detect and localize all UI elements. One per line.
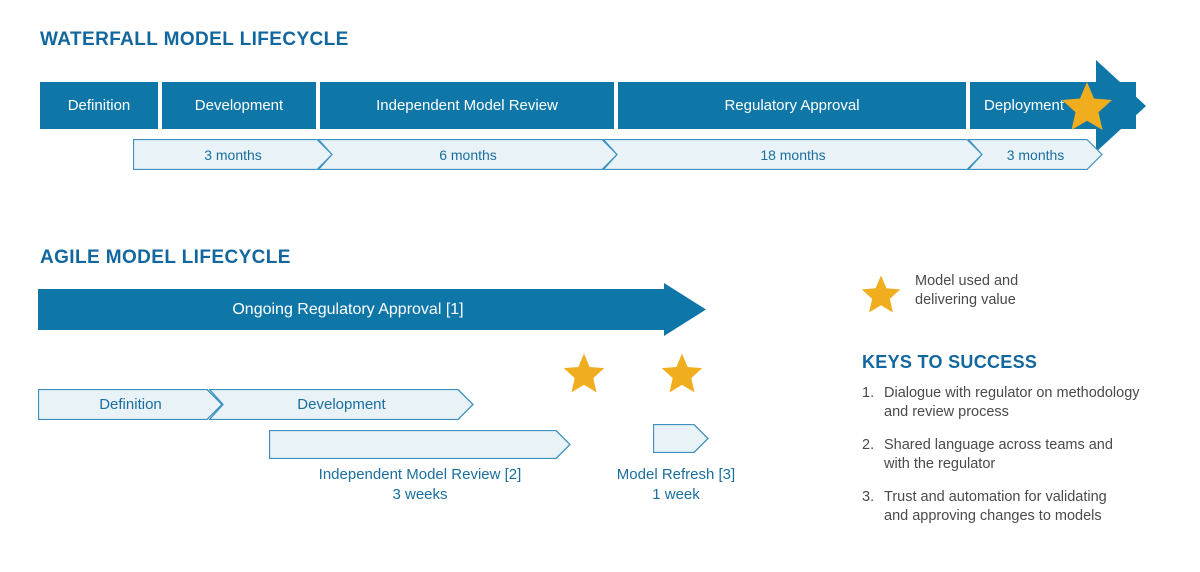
agile-phase-definition[interactable]: Definition: [38, 389, 223, 420]
keys-to-success-title: KEYS TO SUCCESS: [862, 352, 1038, 372]
agile-independent-model-review-bar[interactable]: [269, 430, 571, 459]
list-item-line-2: and review process: [884, 404, 1009, 420]
star-icon-agile-2: [660, 352, 704, 394]
waterfall-duration-6-months[interactable]: 6 months: [318, 139, 618, 170]
refresh-label: Model Refresh [3]: [616, 466, 736, 483]
list-item-number: 3.: [862, 489, 875, 505]
agile-phase-label: Definition: [99, 396, 162, 413]
agile-ongoing-approval-label: Ongoing Regulatory Approval [1]: [232, 300, 464, 318]
legend-line-2: delivering value: [915, 292, 1016, 308]
keys-to-success-list: 1. Dialogue with regulator on methodolog…: [862, 384, 1182, 540]
refresh-duration: 1 week: [652, 486, 700, 503]
list-item-line-2: with the regulator: [884, 456, 996, 472]
list-item: 1. Dialogue with regulator on methodolog…: [862, 384, 1182, 422]
waterfall-phase-deployment[interactable]: Deployment: [968, 82, 1136, 129]
waterfall-phase-label: Definition: [67, 97, 131, 114]
list-item-line-1: Dialogue with regulator on methodology: [884, 385, 1140, 401]
agile-phase-label: Development: [297, 396, 386, 413]
waterfall-phase-label: Development: [194, 97, 284, 114]
agile-independent-model-review-caption: Independent Model Review [2] 3 weeks: [270, 465, 570, 505]
legend-text: Model used and delivering value: [915, 272, 1175, 310]
waterfall-phase-label: Deployment: [984, 97, 1065, 114]
waterfall-phase-label: Independent Model Review: [376, 97, 558, 114]
list-item-number: 1.: [862, 385, 875, 401]
star-icon-agile-1: [562, 352, 606, 394]
review-duration: 3 weeks: [392, 486, 448, 503]
star-icon-deployment: [1060, 80, 1114, 132]
agile-phase-development[interactable]: Development: [209, 389, 474, 420]
agile-model-refresh-caption: Model Refresh [3] 1 week: [576, 465, 776, 505]
list-item-line-1: Shared language across teams and: [884, 437, 1113, 453]
waterfall-duration-3-months-deployment[interactable]: 3 months: [968, 139, 1103, 170]
waterfall-phase-regulatory-approval[interactable]: Regulatory Approval: [616, 82, 966, 129]
legend-line-1: Model used and: [915, 273, 1019, 289]
list-item: 2. Shared language across teams and with…: [862, 436, 1182, 474]
waterfall-duration-18-months[interactable]: 18 months: [603, 139, 983, 170]
list-item-line-1: Trust and automation for validating: [884, 489, 1107, 505]
waterfall-phase-development[interactable]: Development: [160, 82, 316, 129]
agile-model-refresh-bar[interactable]: [653, 424, 709, 453]
list-item-number: 2.: [862, 437, 875, 453]
waterfall-phase-label: Regulatory Approval: [724, 97, 860, 114]
waterfall-section-title: WATERFALL MODEL LIFECYCLE: [40, 29, 349, 50]
list-item: 3. Trust and automation for validating a…: [862, 488, 1182, 526]
list-item-line-2: and approving changes to models: [884, 508, 1102, 524]
agile-section-title: AGILE MODEL LIFECYCLE: [40, 247, 291, 268]
agile-ongoing-approval-arrow[interactable]: [38, 283, 706, 341]
waterfall-phase-definition[interactable]: Definition: [40, 82, 158, 129]
review-label: Independent Model Review [2]: [318, 466, 522, 483]
star-icon-legend: [860, 274, 902, 319]
waterfall-duration-3-months[interactable]: 3 months: [133, 139, 333, 170]
waterfall-phase-independent-model-review[interactable]: Independent Model Review: [318, 82, 614, 129]
